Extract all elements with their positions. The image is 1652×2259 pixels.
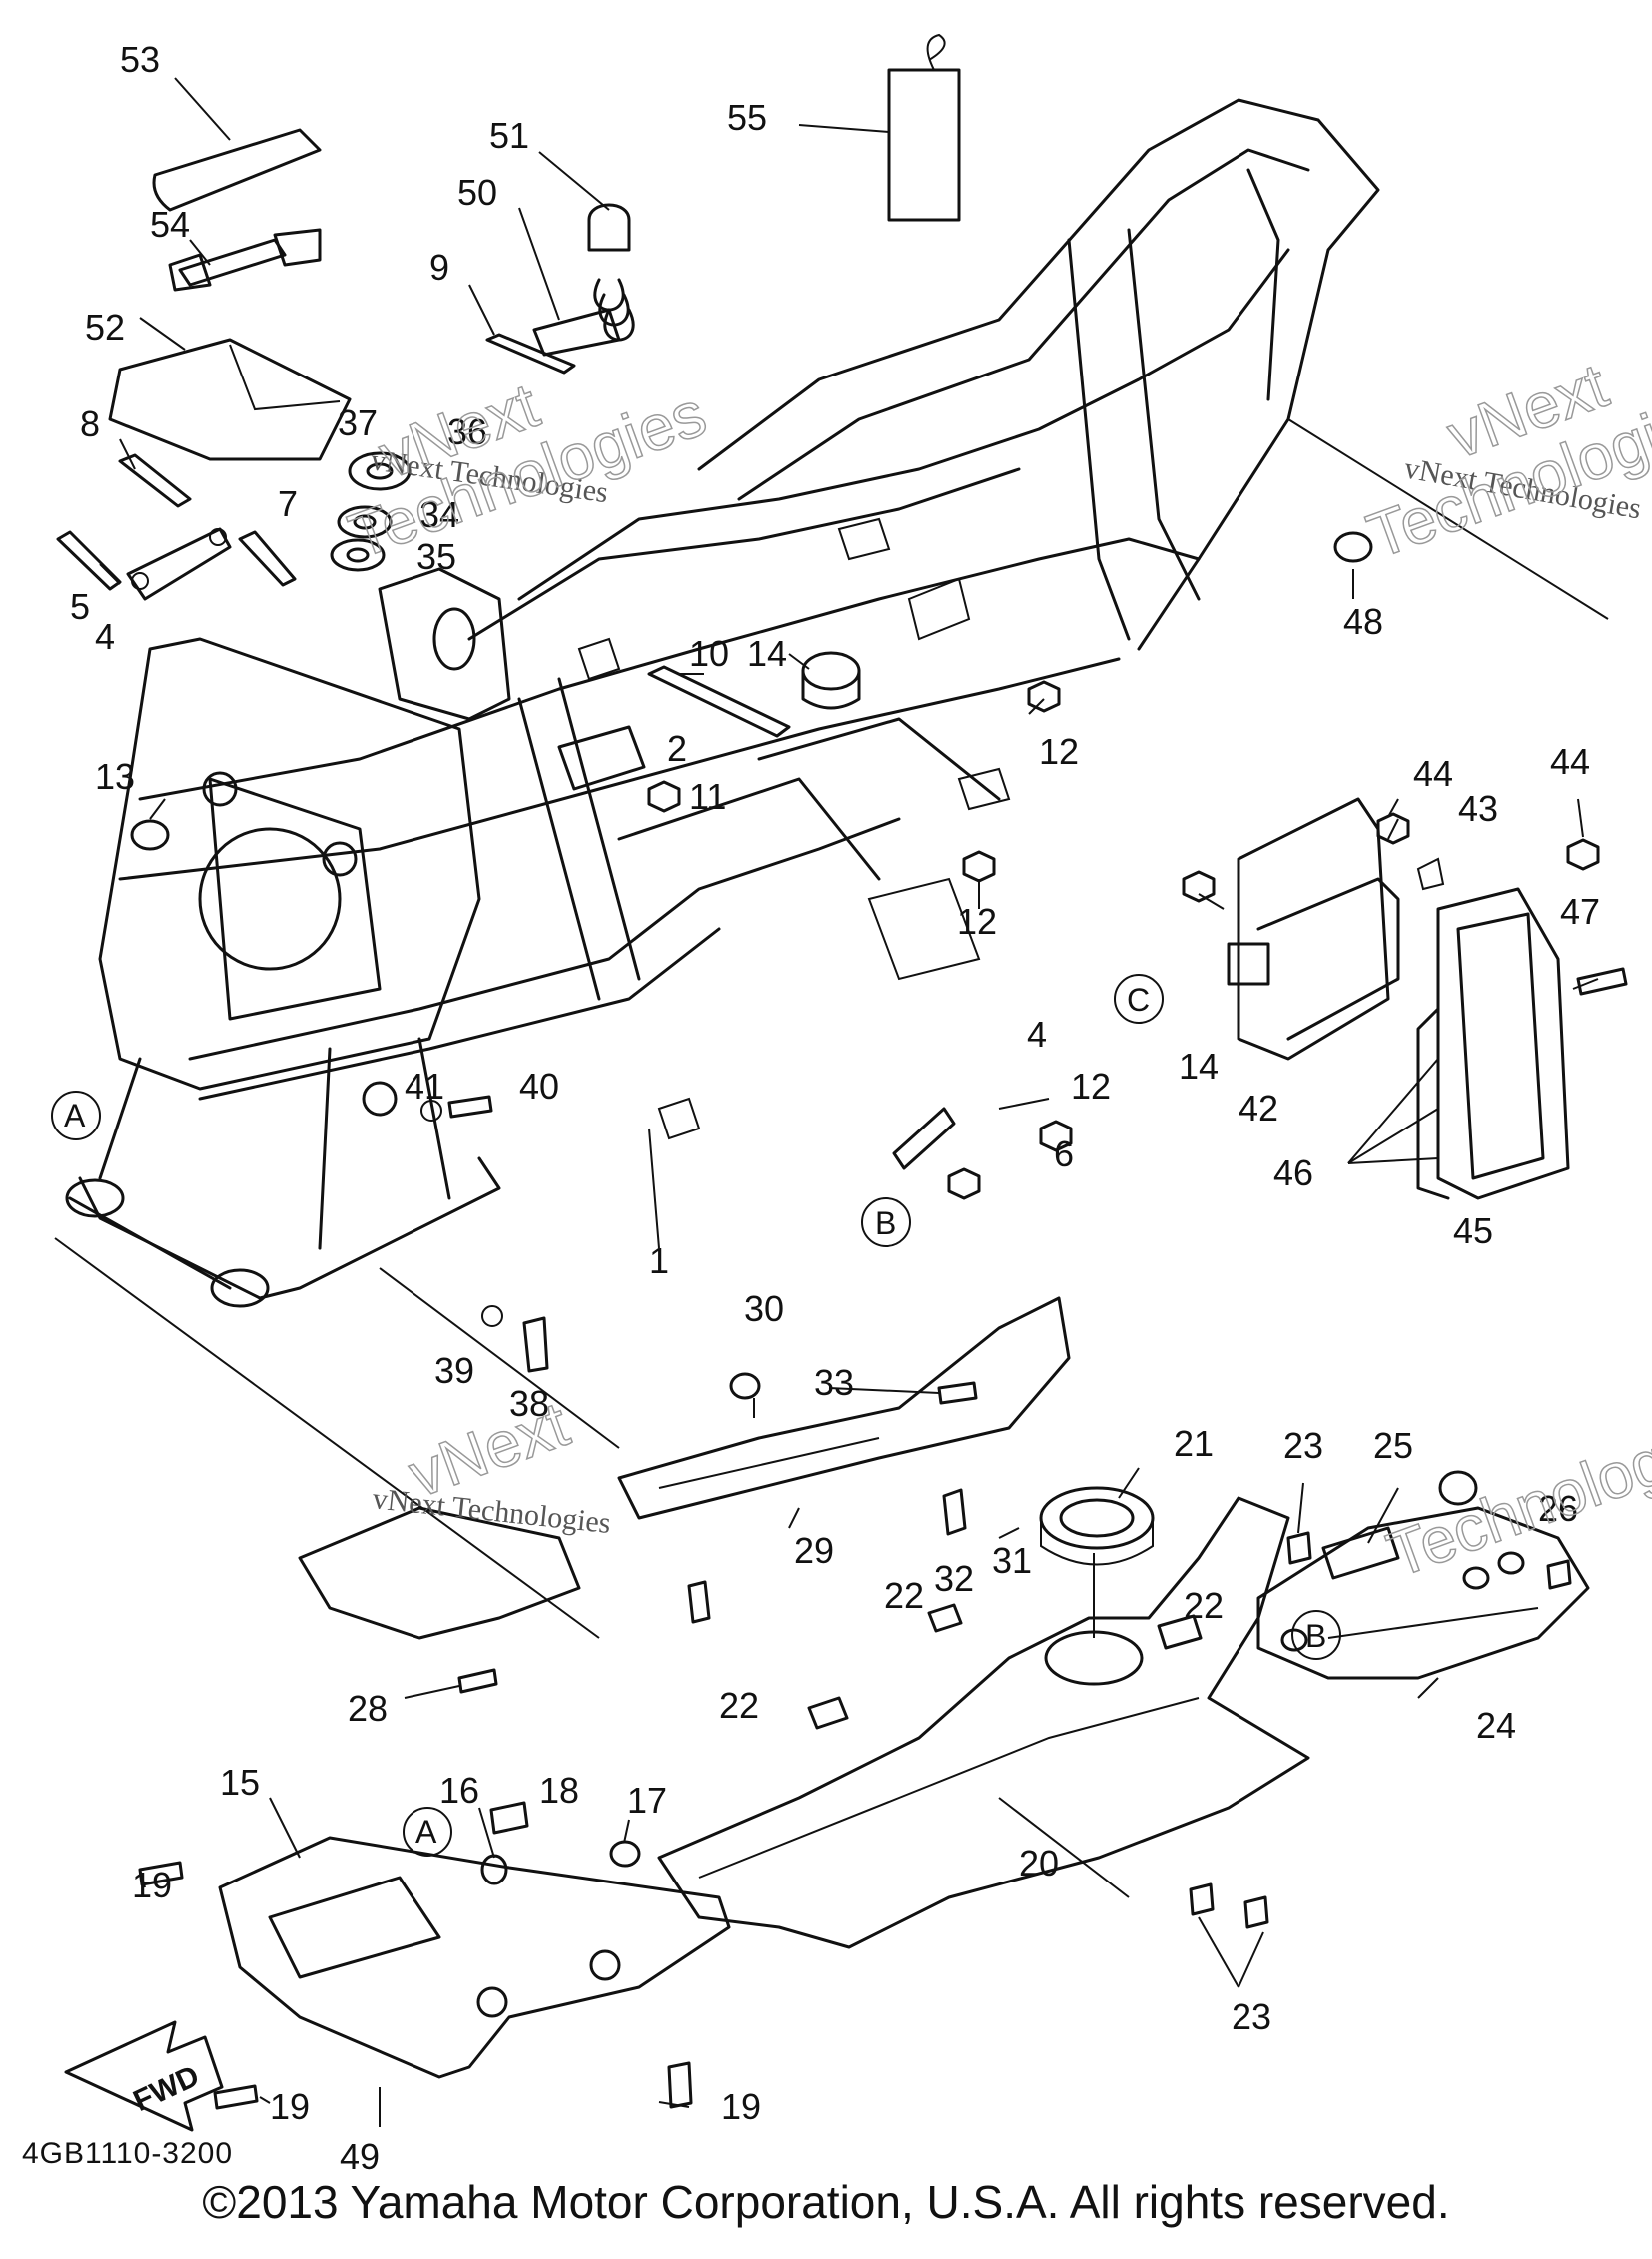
fwd-arrow-label: FWD — [128, 2059, 204, 2118]
label-51: 51 — [489, 115, 529, 156]
callout-c: C — [1127, 982, 1150, 1018]
label-21: 21 — [1174, 1423, 1214, 1464]
label-55: 55 — [727, 97, 767, 138]
label-10: 10 — [689, 633, 729, 674]
leader-lines — [54, 77, 1609, 2127]
label-49: 49 — [340, 2136, 380, 2177]
label-15: 15 — [220, 1762, 260, 1803]
label-44: 44 — [1413, 753, 1453, 794]
label-26: 26 — [1538, 1488, 1578, 1529]
label-50: 50 — [457, 172, 497, 213]
label-45: 45 — [1453, 1210, 1493, 1251]
label-14: 14 — [747, 633, 787, 674]
label-7: 7 — [278, 483, 298, 524]
label-18: 18 — [539, 1770, 579, 1811]
label-22b: 22 — [1184, 1585, 1224, 1626]
label-32: 32 — [934, 1558, 974, 1599]
label-52: 52 — [85, 307, 125, 348]
label-12c: 12 — [1071, 1066, 1111, 1107]
label-9: 9 — [429, 247, 449, 288]
label-47: 47 — [1560, 891, 1600, 932]
label-29: 29 — [794, 1530, 834, 1571]
label-39: 39 — [434, 1350, 474, 1391]
label-40: 40 — [519, 1066, 559, 1107]
label-22: 22 — [884, 1575, 924, 1616]
watermark-3: vNext Technologies — [371, 1482, 612, 1540]
watermarks: vNext Technologies vNext Technologies vN… — [339, 349, 1652, 1592]
label-2: 2 — [667, 728, 687, 769]
label-48: 48 — [1343, 601, 1383, 642]
label-38: 38 — [509, 1383, 549, 1424]
label-14b: 14 — [1179, 1046, 1219, 1087]
label-23: 23 — [1283, 1425, 1323, 1466]
label-25: 25 — [1373, 1425, 1413, 1466]
label-8: 8 — [80, 403, 100, 444]
callout-b-2: B — [1305, 1618, 1326, 1654]
label-42: 42 — [1239, 1088, 1278, 1129]
label-4b: 4 — [1027, 1014, 1047, 1055]
label-11: 11 — [689, 776, 726, 817]
label-22c: 22 — [719, 1685, 759, 1726]
watermark-8: vNext — [400, 1387, 578, 1511]
label-4: 4 — [95, 616, 115, 657]
part-code: 4GB1110-3200 — [22, 2137, 234, 2170]
battery-box-assembly — [1182, 797, 1628, 1200]
label-24: 24 — [1476, 1705, 1516, 1746]
label-1: 1 — [649, 1240, 669, 1281]
label-34: 34 — [419, 494, 459, 535]
label-6: 6 — [1054, 1133, 1074, 1174]
label-19: 19 — [132, 1865, 172, 1905]
label-37: 37 — [338, 402, 378, 443]
label-33: 33 — [814, 1362, 854, 1403]
main-frame — [65, 98, 1380, 1308]
label-43: 43 — [1458, 788, 1498, 829]
guard-parts — [64, 1296, 1590, 2132]
label-17: 17 — [627, 1780, 667, 1821]
label-19b: 19 — [270, 2086, 310, 2127]
label-35: 35 — [416, 536, 456, 577]
label-46: 46 — [1273, 1152, 1313, 1193]
label-30: 30 — [744, 1288, 784, 1329]
copyright-notice: ©2013 Yamaha Motor Corporation, U.S.A. A… — [202, 2176, 1450, 2228]
label-36: 36 — [447, 411, 487, 452]
callout-a-2: A — [415, 1814, 437, 1850]
callout-a: A — [64, 1098, 86, 1133]
label-54: 54 — [150, 204, 190, 245]
label-19c: 19 — [721, 2086, 761, 2127]
callout-circles: A A B B C — [51, 974, 1341, 1857]
label-20: 20 — [1019, 1843, 1059, 1883]
label-31: 31 — [992, 1540, 1032, 1581]
label-53: 53 — [120, 39, 160, 80]
label-41: 41 — [405, 1066, 444, 1107]
accessory-parts — [56, 33, 1373, 1373]
label-16: 16 — [439, 1770, 479, 1811]
label-44b: 44 — [1550, 741, 1590, 782]
callout-b: B — [875, 1205, 896, 1241]
label-12: 12 — [1039, 731, 1079, 772]
label-13: 13 — [95, 756, 135, 797]
label-23b: 23 — [1232, 1996, 1271, 2037]
label-12b: 12 — [957, 901, 997, 942]
label-28: 28 — [348, 1688, 388, 1729]
part-labels: 53 54 52 51 50 55 9 8 37 36 34 35 7 5 4 … — [70, 39, 1600, 2177]
label-5: 5 — [70, 586, 90, 627]
watermark-9: Technologies — [1378, 1396, 1652, 1591]
